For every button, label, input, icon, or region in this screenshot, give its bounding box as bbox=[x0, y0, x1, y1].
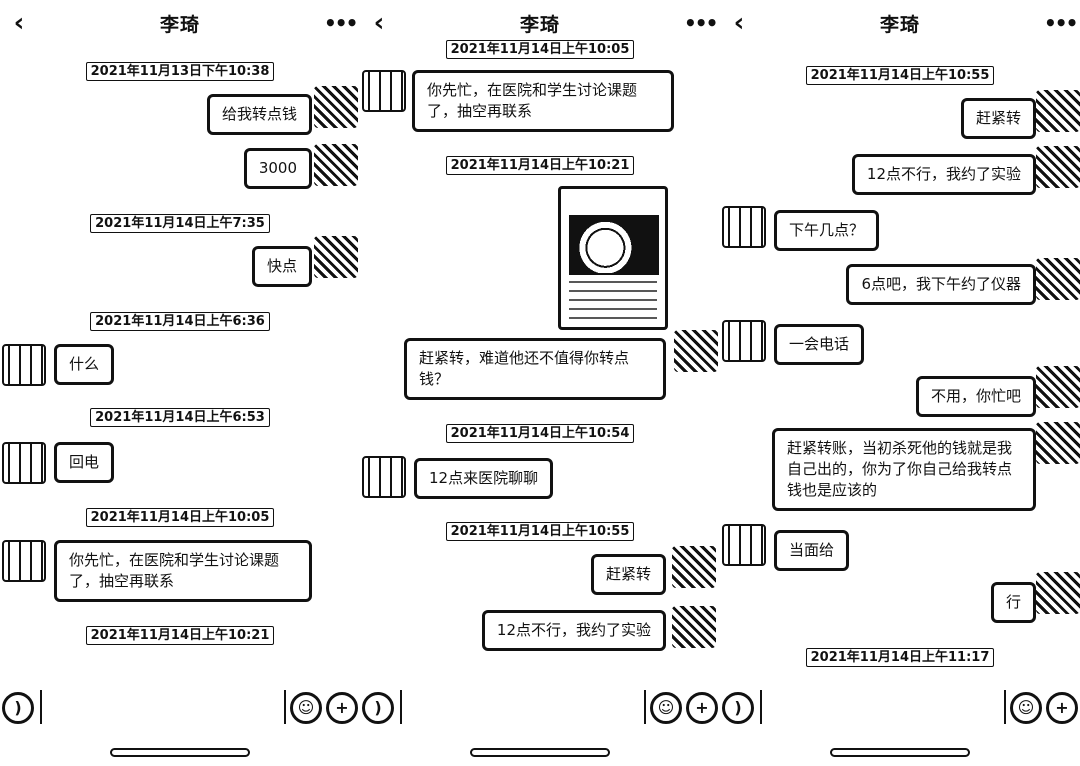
message-bubble-self[interactable]: 赶紧转账，当初杀死他的钱就是我自己出的，你为了你自己给我转点钱也是应该的 bbox=[772, 428, 1036, 511]
home-indicator[interactable] bbox=[470, 748, 610, 757]
message-input[interactable] bbox=[400, 690, 646, 724]
emoji-icon[interactable]: ☺ bbox=[1010, 692, 1042, 724]
input-bar: ) ☺ + bbox=[720, 686, 1080, 730]
contact-name: 李琦 bbox=[879, 14, 920, 36]
avatar-contact[interactable] bbox=[362, 456, 406, 498]
message-bubble-self[interactable]: 快点 bbox=[251, 246, 312, 287]
timestamp: 2021年11月14日上午7:35 bbox=[0, 214, 360, 233]
chat-panel-2: ‹ 李琦 ••• 2021年11月14日上午10:05 你先忙，在医院和学生讨论… bbox=[360, 0, 720, 766]
avatar-contact[interactable] bbox=[722, 524, 766, 566]
contact-name: 李琦 bbox=[519, 14, 560, 36]
avatar-self[interactable] bbox=[314, 86, 358, 128]
timestamp: 2021年11月14日上午10:05 bbox=[360, 40, 720, 59]
home-indicator[interactable] bbox=[830, 748, 970, 757]
chat-header: ‹ 李琦 ••• bbox=[720, 0, 1080, 46]
avatar-self[interactable] bbox=[1036, 258, 1080, 300]
chevron-left-icon[interactable]: ‹ bbox=[733, 8, 745, 38]
message-bubble-self[interactable]: 赶紧转 bbox=[590, 554, 666, 595]
message-bubble-contact[interactable]: 你先忙，在医院和学生讨论课题了，抽空再联系 bbox=[54, 540, 312, 602]
plus-icon[interactable]: + bbox=[686, 692, 718, 724]
chevron-left-icon[interactable]: ‹ bbox=[373, 8, 385, 38]
message-bubble-self[interactable]: 赶紧转 bbox=[960, 98, 1036, 139]
timestamp: 2021年11月14日上午10:21 bbox=[0, 626, 360, 645]
chevron-left-icon[interactable]: ‹ bbox=[13, 8, 25, 38]
more-dots-icon[interactable]: ••• bbox=[1044, 11, 1078, 35]
plus-icon[interactable]: + bbox=[326, 692, 358, 724]
more-dots-icon[interactable]: ••• bbox=[684, 11, 718, 35]
avatar-self[interactable] bbox=[674, 330, 718, 372]
message-bubble-contact[interactable]: 12点来医院聊聊 bbox=[414, 458, 554, 499]
avatar-self[interactable] bbox=[314, 144, 358, 186]
avatar-self[interactable] bbox=[1036, 146, 1080, 188]
message-bubble-self[interactable]: 给我转点钱 bbox=[206, 94, 312, 135]
message-bubble-self[interactable]: 行 bbox=[990, 582, 1036, 623]
message-bubble-contact[interactable]: 什么 bbox=[54, 344, 115, 385]
avatar-self[interactable] bbox=[314, 236, 358, 278]
timestamp: 2021年11月14日上午10:55 bbox=[720, 66, 1080, 85]
message-bubble-self[interactable]: 6点吧，我下午约了仪器 bbox=[846, 264, 1036, 305]
avatar-self[interactable] bbox=[1036, 366, 1080, 408]
timestamp: 2021年11月14日上午10:54 bbox=[360, 424, 720, 443]
message-bubble-self[interactable]: 不用，你忙吧 bbox=[915, 376, 1036, 417]
message-list: 2021年11月13日下午10:38 给我转点钱 3000 2021年11月14… bbox=[0, 46, 360, 686]
input-bar: ) ☺ + bbox=[0, 686, 360, 730]
avatar-self[interactable] bbox=[672, 546, 716, 588]
voice-icon[interactable]: ) bbox=[2, 692, 34, 724]
image-thumbnail bbox=[569, 215, 659, 275]
contact-name: 李琦 bbox=[159, 14, 200, 36]
avatar-contact[interactable] bbox=[2, 540, 46, 582]
chat-header: ‹ 李琦 ••• bbox=[0, 0, 360, 46]
avatar-self[interactable] bbox=[1036, 422, 1080, 464]
message-bubble-contact[interactable]: 下午几点？ bbox=[774, 210, 880, 251]
message-bubble-contact[interactable]: 一会电话 bbox=[774, 324, 865, 365]
message-bubble-self[interactable]: 12点不行，我约了实验 bbox=[851, 154, 1036, 195]
timestamp: 2021年11月14日上午10:05 bbox=[0, 508, 360, 527]
message-input[interactable] bbox=[760, 690, 1006, 724]
avatar-self[interactable] bbox=[1036, 572, 1080, 614]
message-bubble-self[interactable]: 12点不行，我约了实验 bbox=[481, 610, 666, 651]
avatar-contact[interactable] bbox=[362, 70, 406, 112]
timestamp: 2021年11月14日上午10:21 bbox=[360, 156, 720, 175]
emoji-icon[interactable]: ☺ bbox=[290, 692, 322, 724]
avatar-contact[interactable] bbox=[2, 442, 46, 484]
message-input[interactable] bbox=[40, 690, 286, 724]
timestamp: 2021年11月14日上午6:36 bbox=[0, 312, 360, 331]
voice-icon[interactable]: ) bbox=[722, 692, 754, 724]
avatar-contact[interactable] bbox=[722, 206, 766, 248]
timestamp: 2021年11月14日上午10:55 bbox=[360, 522, 720, 541]
message-list: 2021年11月14日上午10:55 赶紧转 12点不行，我约了实验 下午几点？… bbox=[720, 46, 1080, 686]
timestamp: 2021年11月13日下午10:38 bbox=[0, 62, 360, 81]
image-text-lines bbox=[569, 281, 657, 319]
avatar-self[interactable] bbox=[1036, 90, 1080, 132]
input-bar: ) ☺ + bbox=[360, 686, 720, 730]
voice-icon[interactable]: ) bbox=[362, 692, 394, 724]
home-indicator[interactable] bbox=[110, 748, 250, 757]
chat-header: ‹ 李琦 ••• bbox=[360, 0, 720, 46]
emoji-icon[interactable]: ☺ bbox=[650, 692, 682, 724]
avatar-contact[interactable] bbox=[2, 344, 46, 386]
chat-panel-3: ‹ 李琦 ••• 2021年11月14日上午10:55 赶紧转 12点不行，我约… bbox=[720, 0, 1080, 766]
message-list: 2021年11月14日上午10:05 你先忙，在医院和学生讨论课题了，抽空再联系… bbox=[360, 40, 720, 686]
message-bubble-self[interactable]: 赶紧转，难道他还不值得你转点钱？ bbox=[404, 338, 666, 400]
message-bubble-contact[interactable]: 当面给 bbox=[774, 530, 850, 571]
avatar-self[interactable] bbox=[672, 606, 716, 648]
image-message[interactable] bbox=[558, 186, 668, 330]
timestamp: 2021年11月14日上午11:17 bbox=[720, 648, 1080, 667]
message-bubble-contact[interactable]: 你先忙，在医院和学生讨论课题了，抽空再联系 bbox=[412, 70, 674, 132]
avatar-contact[interactable] bbox=[722, 320, 766, 362]
message-bubble-contact[interactable]: 回电 bbox=[54, 442, 115, 483]
message-bubble-self[interactable]: 3000 bbox=[243, 148, 312, 189]
plus-icon[interactable]: + bbox=[1046, 692, 1078, 724]
chat-panel-1: ‹ 李琦 ••• 2021年11月13日下午10:38 给我转点钱 3000 2… bbox=[0, 0, 360, 766]
more-dots-icon[interactable]: ••• bbox=[324, 11, 358, 35]
timestamp: 2021年11月14日上午6:53 bbox=[0, 408, 360, 427]
